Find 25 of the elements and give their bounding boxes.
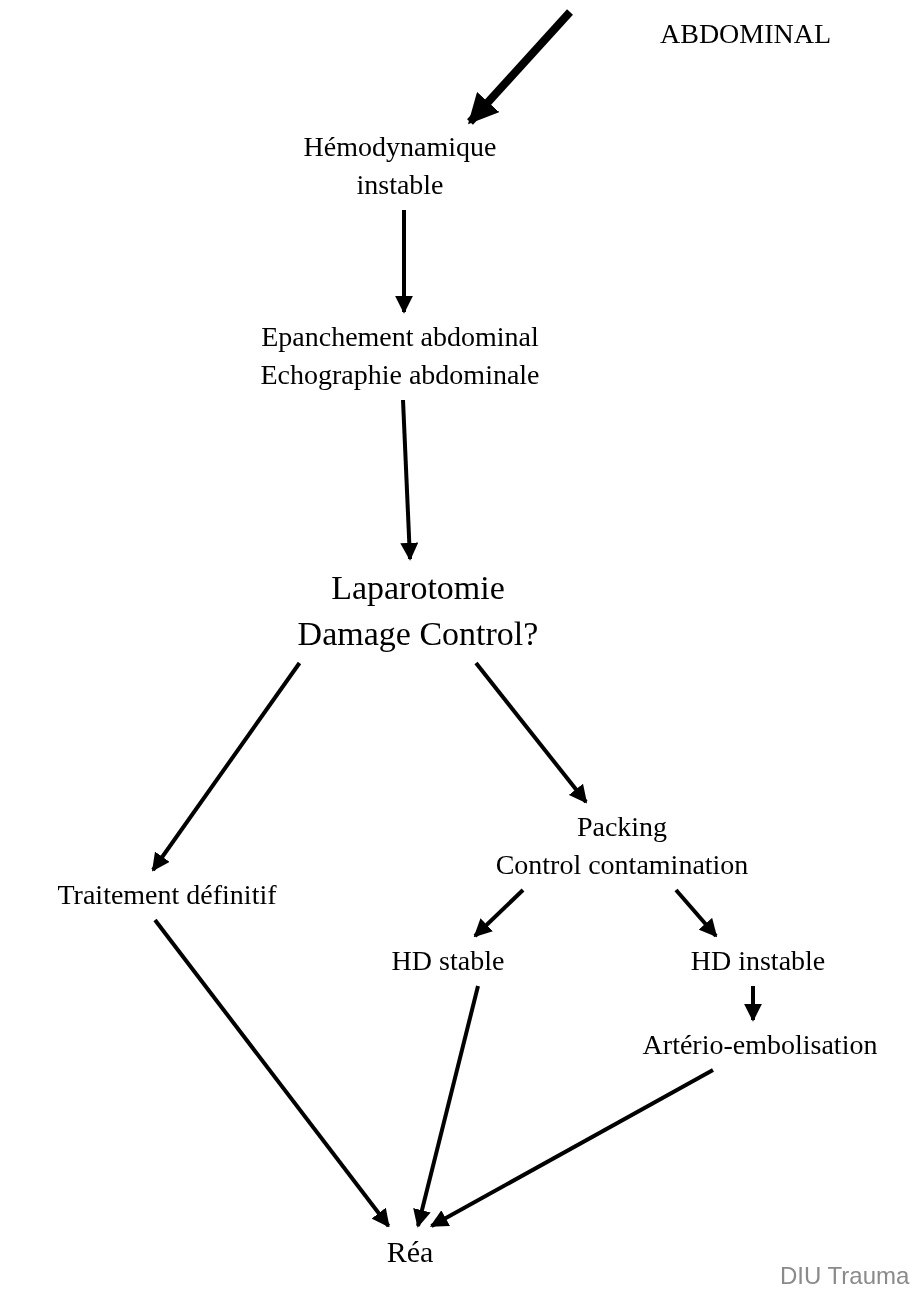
node-label: Artério-embolisation [642, 1028, 878, 1062]
arrow [413, 985, 480, 1228]
arrow [153, 918, 391, 1228]
arrow [474, 661, 588, 804]
node-label: HD stable [391, 944, 505, 978]
node-label: Epanchement abdominal [260, 320, 540, 354]
arrow [744, 986, 762, 1022]
node-label: HD instable [690, 944, 826, 978]
arrow [473, 888, 525, 938]
node-label: Echographie abdominale [260, 357, 540, 392]
arrow [429, 1068, 714, 1228]
node-label: Réa [386, 1234, 434, 1270]
node-label: Packing [575, 810, 669, 844]
heading: ABDOMINAL [660, 18, 832, 50]
arrow [151, 661, 302, 872]
arrow [467, 9, 573, 125]
footer-note: DIU Trauma [780, 1262, 910, 1290]
arrow [674, 888, 718, 938]
arrow [395, 210, 413, 314]
node-label: Laparotomie [330, 568, 506, 608]
node-label: Control contamination [495, 847, 749, 882]
node-label: Hémodynamique instable [302, 130, 498, 202]
node-label: Traitement définitif [57, 878, 277, 912]
node-label: Damage Control? [297, 613, 539, 654]
arrow [400, 399, 419, 561]
